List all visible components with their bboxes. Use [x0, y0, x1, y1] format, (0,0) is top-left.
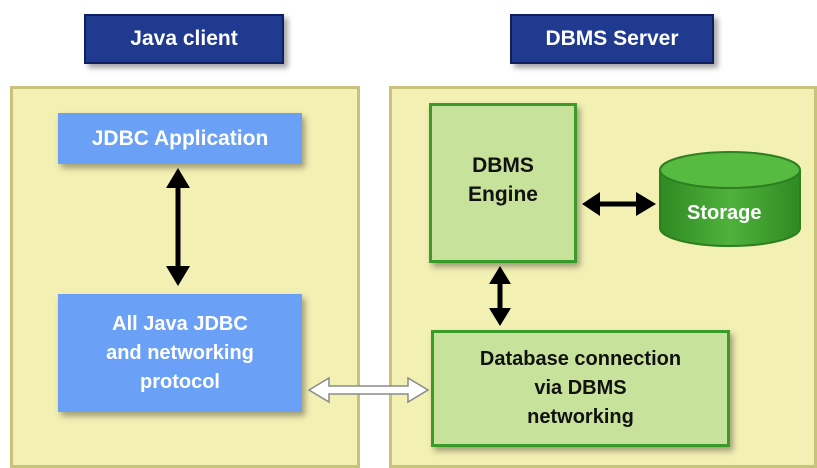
- database-connection-box: Database connection via DBMS networking: [431, 330, 730, 447]
- engine-connection-arrow: [489, 266, 511, 326]
- dbms-engine-box: DBMS Engine: [429, 103, 577, 263]
- engine-storage-arrow: [582, 192, 656, 216]
- jdbc-application-box: JDBC Application: [58, 113, 302, 164]
- java-client-title: Java client: [84, 14, 284, 64]
- storage-cylinder-icon: [659, 151, 801, 247]
- jdbc-protocol-box: All Java JDBC and networking protocol: [58, 294, 302, 412]
- storage-label: Storage: [687, 202, 762, 224]
- network-link-arrow: [307, 376, 430, 404]
- client-vertical-arrow: [166, 168, 190, 286]
- dbms-server-title: DBMS Server: [510, 14, 714, 64]
